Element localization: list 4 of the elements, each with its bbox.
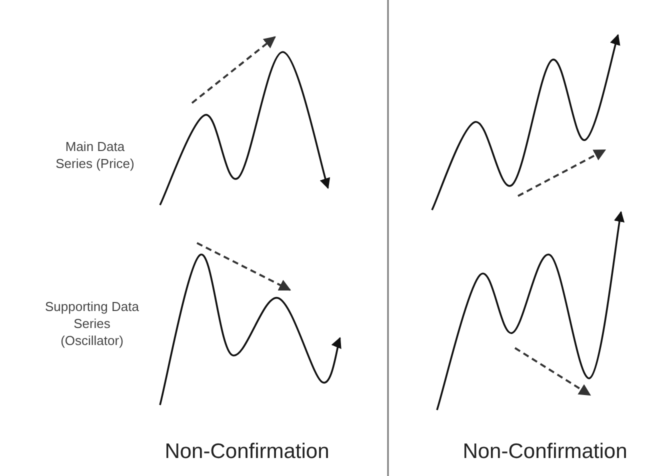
panel-caption: Non-Confirmation xyxy=(462,440,628,464)
series-label: Supporting Data Series (Oscillator) xyxy=(44,298,140,349)
series-label: Main Data Series (Price) xyxy=(54,138,136,172)
panel-caption: Non-Confirmation xyxy=(164,440,330,464)
